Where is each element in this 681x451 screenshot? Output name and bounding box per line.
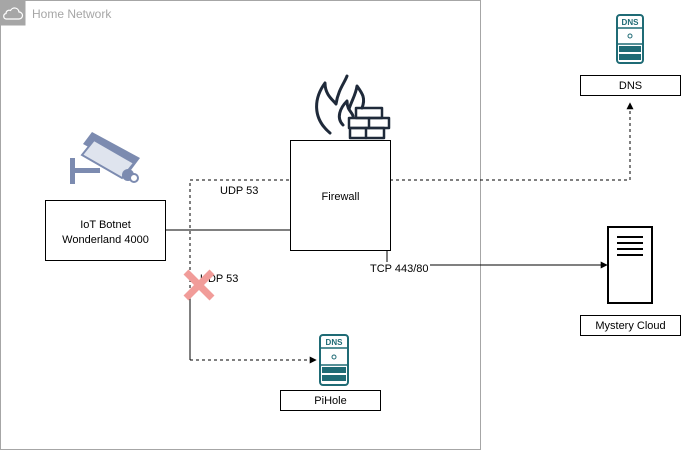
edge-tcp-cloud[interactable]: TCP 443/80 bbox=[368, 250, 608, 275]
edge-dns-link[interactable] bbox=[390, 102, 634, 181]
pihole-label: PiHole bbox=[314, 395, 346, 407]
cloud-icon bbox=[3, 7, 24, 20]
iot-label-line2: Wonderland 4000 bbox=[62, 234, 149, 246]
pihole-badge-text: DNS bbox=[326, 338, 344, 347]
dns-badge-text: DNS bbox=[622, 18, 640, 27]
iot-node[interactable]: IoT Botnet Wonderland 4000 bbox=[45, 200, 166, 261]
server-tower-icon bbox=[607, 226, 653, 304]
red-x-icon bbox=[183, 269, 215, 301]
dns-server-icon: DNS bbox=[616, 14, 644, 64]
group-title: Home Network bbox=[32, 7, 112, 21]
edge-label-tcp: TCP 443/80 bbox=[370, 263, 429, 275]
dns-node[interactable]: DNS bbox=[580, 75, 681, 96]
mystery-cloud-label: Mystery Cloud bbox=[595, 320, 665, 332]
security-camera-icon bbox=[70, 132, 140, 184]
iot-label-line1: IoT Botnet bbox=[80, 219, 131, 231]
pihole-node[interactable]: PiHole bbox=[280, 390, 381, 411]
firewall-icon bbox=[315, 74, 391, 140]
firewall-label: Firewall bbox=[322, 191, 360, 203]
pihole-dns-icon: DNS bbox=[319, 334, 349, 386]
mystery-cloud-node[interactable]: Mystery Cloud bbox=[580, 315, 681, 336]
dns-label: DNS bbox=[619, 80, 642, 92]
edge-label-udp-53: UDP 53 bbox=[220, 185, 258, 197]
firewall-node[interactable]: Firewall bbox=[290, 140, 391, 251]
